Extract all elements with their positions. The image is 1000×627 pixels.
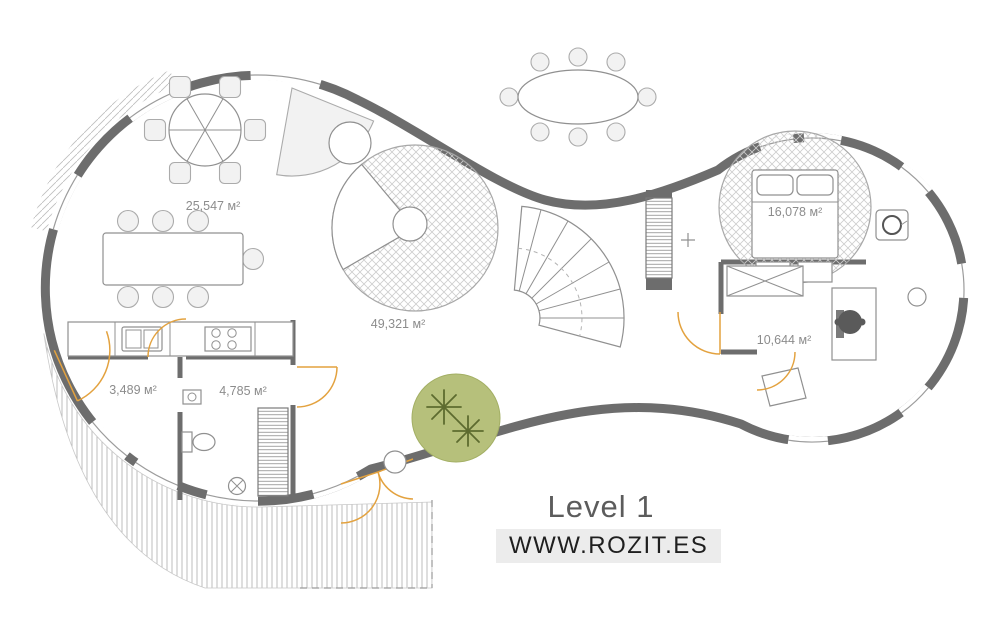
area-label-pantry: 3,489 м² xyxy=(109,383,157,397)
plus-mark xyxy=(681,233,695,247)
website-badge: WWW.ROZIT.ES xyxy=(496,529,722,563)
hall-circle-sector xyxy=(331,163,416,271)
room-area-labels: 25,547 м² 49,321 м² 16,078 м² 10,644 м² … xyxy=(109,199,822,398)
bathroom xyxy=(181,389,289,497)
chair xyxy=(241,247,265,271)
burner xyxy=(227,328,237,338)
table-spokes xyxy=(169,98,241,162)
area-label-bedroom-study: 10,644 м² xyxy=(757,333,811,347)
shower-drain-cross xyxy=(230,479,244,493)
chair-armrest xyxy=(858,318,866,326)
oval-table-top xyxy=(517,69,639,125)
indoor-plant xyxy=(411,373,501,463)
round-dining-table xyxy=(143,75,267,185)
lounge-chair xyxy=(761,367,807,407)
pillow xyxy=(756,174,794,196)
spiral-staircase xyxy=(513,205,625,348)
kitchen xyxy=(67,321,294,357)
chair xyxy=(168,161,192,185)
kitchen-sink xyxy=(121,326,163,352)
area-label-bedroom: 16,078 м² xyxy=(768,205,822,219)
chair xyxy=(637,87,657,107)
terrace-decking xyxy=(31,70,433,589)
chair xyxy=(143,118,167,142)
chair xyxy=(186,285,210,309)
hall-circle-core xyxy=(392,206,428,242)
bath-sink xyxy=(182,389,202,405)
chair xyxy=(606,52,626,72)
bath-wardrobe xyxy=(257,407,289,497)
toilet-bowl xyxy=(192,432,216,452)
chair xyxy=(606,122,626,142)
hall-round-stand xyxy=(328,121,372,165)
chair xyxy=(151,209,175,233)
hall-wardrobe xyxy=(645,197,673,279)
level-title: Level 1 xyxy=(547,489,655,524)
deck-area xyxy=(43,333,433,589)
wall-stub-hall xyxy=(646,190,672,198)
chair xyxy=(568,47,588,67)
chair xyxy=(116,209,140,233)
stair-flight xyxy=(513,205,625,348)
area-label-living-dining: 25,547 м² xyxy=(186,199,240,213)
area-label-main-hall: 49,321 м² xyxy=(371,317,425,331)
burner xyxy=(211,340,221,350)
burner xyxy=(211,328,221,338)
chair xyxy=(243,118,267,142)
stair-walk-line xyxy=(518,247,583,337)
chair-armrest xyxy=(834,318,842,326)
kettle-spout xyxy=(900,220,908,226)
chair xyxy=(499,87,519,107)
stool xyxy=(907,287,927,307)
chair xyxy=(530,122,550,142)
kettle xyxy=(882,215,902,235)
long-dining-table xyxy=(102,209,265,309)
chair xyxy=(568,127,588,147)
chair xyxy=(530,52,550,72)
wall-stub-hall-2 xyxy=(646,278,672,290)
chair xyxy=(151,285,175,309)
oval-terrace-table xyxy=(499,47,657,147)
chair xyxy=(168,75,192,99)
chair xyxy=(116,285,140,309)
bedroom xyxy=(718,130,927,407)
exterior-hatch-band xyxy=(31,70,176,232)
hall-features xyxy=(276,87,695,312)
toilet-tank xyxy=(181,431,193,453)
door-swing-arcs xyxy=(53,311,796,524)
hall-stool xyxy=(383,450,407,474)
palm-fronds xyxy=(426,389,484,447)
burner xyxy=(227,340,237,350)
wardrobe-cross xyxy=(726,265,804,297)
chair xyxy=(186,209,210,233)
deck-dashed-edge xyxy=(300,500,433,589)
pillow xyxy=(796,174,834,196)
area-label-bathroom: 4,785 м² xyxy=(219,384,267,398)
counter-dividers xyxy=(114,322,256,356)
office-chair xyxy=(838,310,862,334)
chair xyxy=(218,75,242,99)
long-table-top xyxy=(102,232,244,286)
chair xyxy=(218,161,242,185)
sink-basin xyxy=(143,329,159,349)
sink-basin xyxy=(125,329,142,349)
kitchen-counter xyxy=(67,321,294,357)
bath-sink-bowl xyxy=(187,392,197,402)
